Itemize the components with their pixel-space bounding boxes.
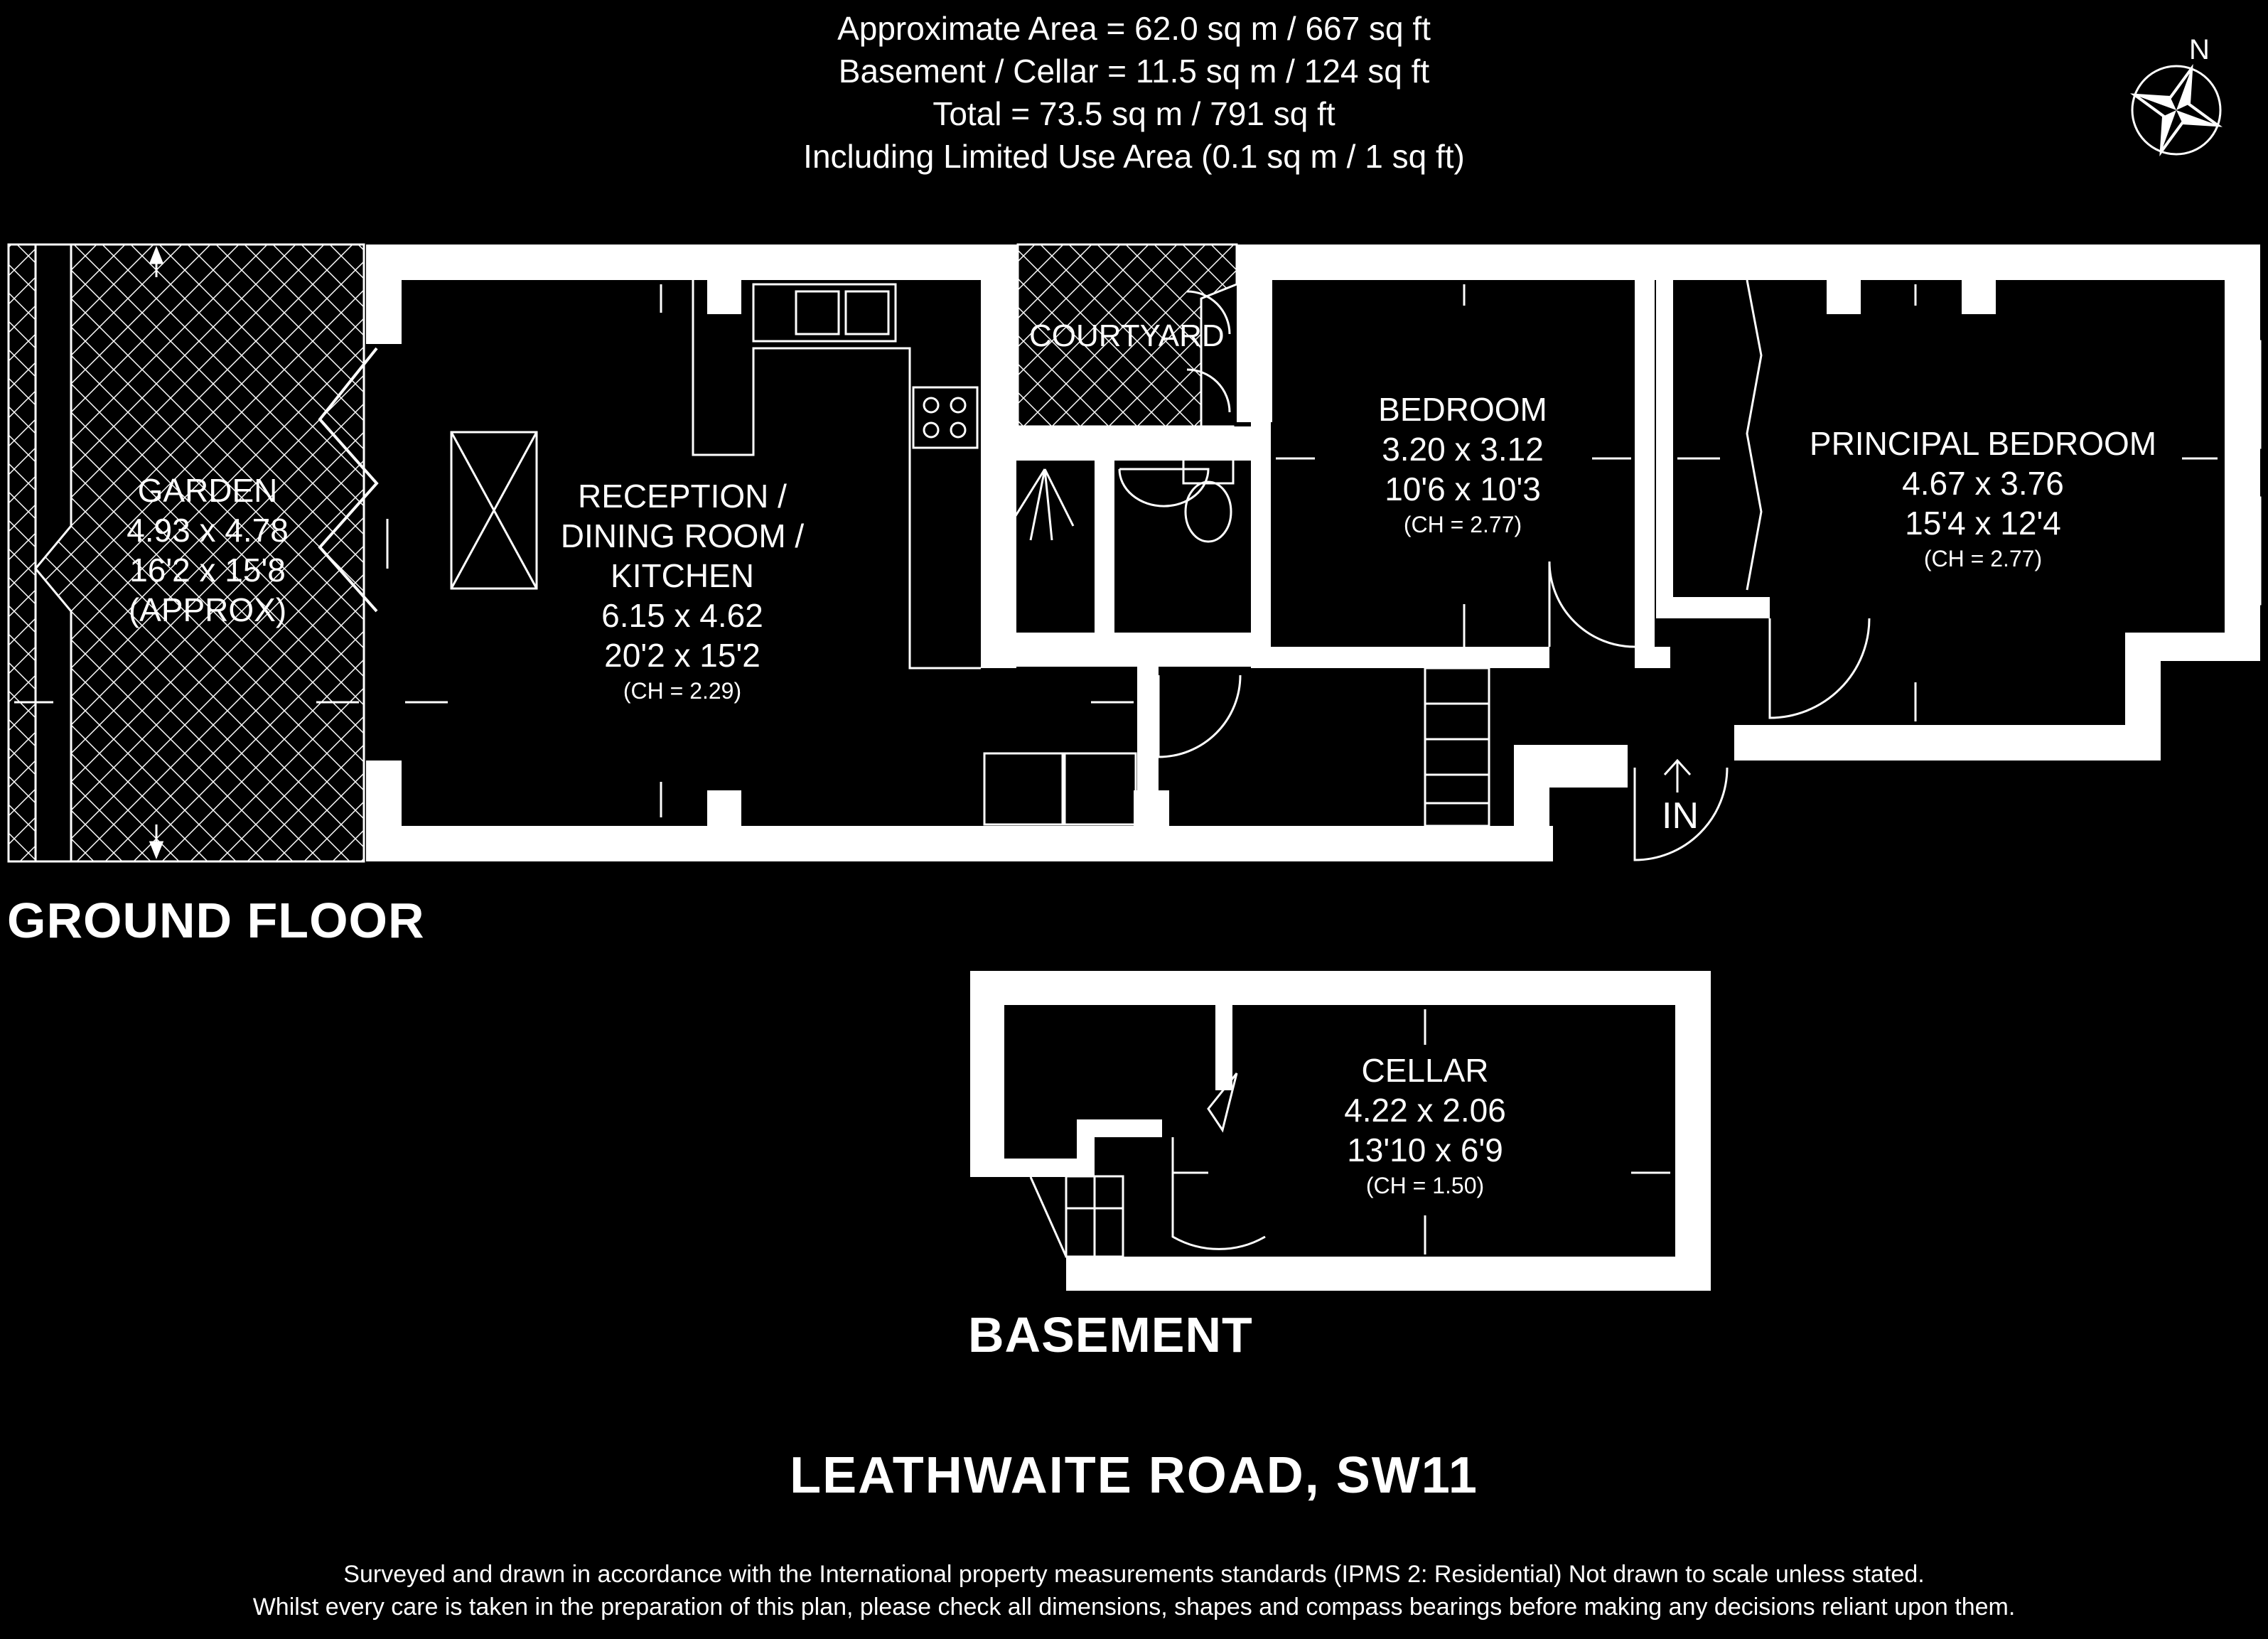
dimension-markers [14, 245, 2218, 860]
room-imperial: 13'10 x 6'9 [1347, 1132, 1503, 1168]
room-principal-bedroom: PRINCIPAL BEDROOM 4.67 x 3.76 15'4 x 12'… [1810, 424, 2156, 574]
wardrobe-icon [1746, 279, 1763, 591]
window-icon [2241, 340, 2262, 606]
room-metric: 6.15 x 4.62 [601, 597, 763, 634]
basement-title: BASEMENT [968, 1307, 1253, 1363]
approximate-area: Approximate Area = 62.0 sq m / 667 sq ft [837, 10, 1431, 47]
skylight-icon [450, 431, 538, 590]
compass-icon [2130, 64, 2223, 156]
entrance-label: IN [1662, 795, 1699, 837]
basement-walls [970, 971, 1711, 1291]
room-bedroom: BEDROOM 3.20 x 3.12 10'6 x 10'3 (CH = 2.… [1378, 389, 1547, 540]
entrance-arrow-icon [1663, 758, 1692, 792]
room-name: CELLAR [1361, 1052, 1489, 1089]
area-summary: Approximate Area = 62.0 sq m / 667 sq ft… [0, 7, 2268, 178]
ground-floor-walls [366, 244, 2260, 861]
room-imperial: 15'4 x 12'4 [1905, 505, 2061, 542]
kitchen-units [692, 280, 1137, 826]
bathroom-fixtures [1008, 425, 1235, 543]
room-imperial: 10'6 x 10'3 [1385, 471, 1541, 507]
room-metric: 4.22 x 2.06 [1344, 1092, 1506, 1129]
room-imperial: 20'2 x 15'2 [604, 637, 761, 674]
total-area: Total = 73.5 sq m / 791 sq ft [933, 95, 1335, 132]
room-garden: GARDEN 4.93 x 4.78 16'2 x 15'8 (APPROX) [127, 471, 289, 630]
basement-area: Basement / Cellar = 11.5 sq m / 124 sq f… [838, 53, 1430, 90]
room-metric: 4.93 x 4.78 [127, 512, 289, 549]
room-metric: 3.20 x 3.12 [1382, 431, 1544, 468]
compass-north-label: N [2189, 34, 2210, 65]
room-name: GARDEN [137, 472, 278, 509]
room-ceiling-height: (CH = 2.77) [1403, 512, 1522, 537]
room-metric: 4.67 x 3.76 [1902, 465, 2064, 502]
garden-area [7, 243, 365, 863]
disclaimer-line1: Surveyed and drawn in accordance with th… [343, 1561, 1925, 1588]
room-courtyard: COURTYARD [1029, 318, 1225, 353]
room-name: PRINCIPAL BEDROOM [1809, 425, 2157, 462]
limited-use-area: Including Limited Use Area (0.1 sq m / 1… [803, 138, 1465, 175]
room-reception: RECEPTION / DINING ROOM / KITCHEN 6.15 x… [561, 476, 804, 706]
room-name: BEDROOM [1378, 391, 1547, 428]
room-note: (APPROX) [128, 591, 287, 628]
room-name-line2: DINING ROOM / [560, 517, 805, 554]
room-ceiling-height: (CH = 1.50) [1365, 1173, 1485, 1198]
door-swings [1157, 290, 1871, 861]
disclaimer: Surveyed and drawn in accordance with th… [0, 1558, 2268, 1623]
room-imperial: 16'2 x 15'8 [129, 552, 286, 589]
room-name-line3: KITCHEN [611, 557, 754, 594]
room-name-line1: RECEPTION / [578, 478, 787, 515]
room-ceiling-height: (CH = 2.77) [1923, 546, 2043, 571]
basement-fixtures [1029, 1009, 1670, 1258]
disclaimer-line2: Whilst every care is taken in the prepar… [252, 1594, 2016, 1621]
property-address: LEATHWAITE ROAD, SW11 [790, 1447, 1478, 1504]
ground-floor-title: GROUND FLOOR [7, 893, 425, 948]
room-ceiling-height: (CH = 2.29) [623, 678, 742, 704]
bifold-door-icon [318, 347, 379, 613]
room-cellar: CELLAR 4.22 x 2.06 13'10 x 6'9 (CH = 1.5… [1344, 1050, 1506, 1201]
stairs-icon [1424, 667, 1490, 827]
